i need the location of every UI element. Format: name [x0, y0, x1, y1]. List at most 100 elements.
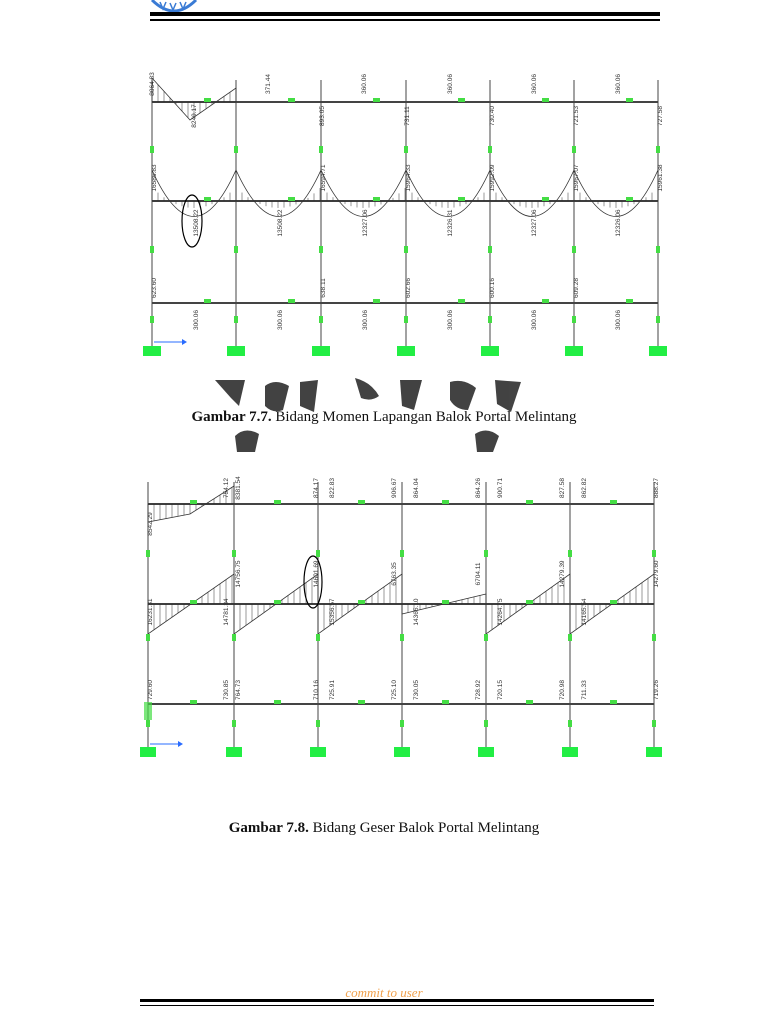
shear-value-label: 720.15	[497, 680, 504, 700]
moment-value-label: 300.06	[531, 310, 538, 330]
member-tag	[400, 720, 404, 727]
footer-text: commit to user	[345, 985, 423, 1000]
shear-value-label: 8542.29	[147, 512, 154, 536]
shear-value-label: 14279.60	[653, 560, 660, 587]
member-tag	[404, 146, 408, 153]
header-rule-thin	[150, 19, 660, 21]
support-block	[140, 747, 156, 757]
member-tag	[204, 98, 211, 102]
member-tag	[373, 98, 380, 102]
shear-value-label: 14264.75	[497, 598, 504, 625]
moment-value-label: 371.44	[265, 74, 272, 94]
moment-value-label: 360.06	[531, 74, 538, 94]
moment-shape	[151, 76, 237, 121]
support-block	[227, 346, 245, 356]
moment-value-label: 602.66	[405, 278, 412, 298]
shear-value-label: 725.91	[329, 680, 336, 700]
shear-value-label: 14165.54	[581, 598, 588, 625]
figure-7-7-caption: Gambar 7.7. Bidang Momen Lapangan Balok …	[0, 409, 768, 426]
member-tag	[274, 500, 281, 504]
member-tag	[542, 197, 549, 201]
figure-7-8-caption: Gambar 7.8. Bidang Geser Balok Portal Me…	[0, 820, 768, 837]
header-rule-thick	[150, 12, 660, 16]
shear-value-label: 730.05	[413, 680, 420, 700]
shear-shape	[233, 573, 319, 635]
member-tag	[150, 316, 154, 323]
member-tag	[274, 700, 281, 704]
member-tag	[442, 500, 449, 504]
support-block	[646, 747, 662, 757]
shear-value-label: 864.26	[475, 478, 482, 498]
member-tag	[626, 98, 633, 102]
shear-value-label: 725.10	[391, 680, 398, 700]
member-tag	[146, 720, 150, 727]
shear-value-label: 729.60	[147, 680, 154, 700]
moment-value-label: 638.11	[320, 278, 327, 298]
member-tag	[234, 246, 238, 253]
member-tag	[232, 720, 236, 727]
moment-value-label: 12326.31	[447, 209, 454, 236]
moment-value-label: 300.06	[615, 310, 622, 330]
shear-value-label: 906.67	[391, 478, 398, 498]
member-tag	[232, 634, 236, 641]
member-tag	[572, 316, 576, 323]
moment-value-label: 15992.09	[489, 164, 496, 191]
shear-value-label: 827.58	[559, 478, 566, 498]
member-tag	[610, 600, 617, 604]
moment-value-label: 15961.38	[657, 164, 664, 191]
shear-shape	[147, 573, 235, 635]
member-tag	[234, 146, 238, 153]
watermark-seal	[205, 376, 535, 452]
shear-value-label: 728.92	[475, 680, 482, 700]
highlight-ellipse	[181, 194, 203, 248]
member-tag	[190, 500, 197, 504]
moment-value-label: 300.06	[447, 310, 454, 330]
shear-value-label: 864.04	[413, 478, 420, 498]
member-tag	[526, 700, 533, 704]
figure-7-8-label: Gambar 7.8.	[228, 820, 309, 836]
moment-value-label: 893.05	[319, 106, 326, 126]
member-tag	[484, 634, 488, 641]
member-tag	[144, 702, 152, 720]
shear-value-label: 16231.31	[147, 598, 154, 625]
shear-value-label: 14365.10	[413, 598, 420, 625]
member-tag	[146, 550, 150, 557]
moment-value-label: 12327.06	[362, 209, 369, 236]
member-tag	[274, 600, 281, 604]
member-tag	[404, 246, 408, 253]
member-tag	[400, 634, 404, 641]
moment-value-label: 300.06	[277, 310, 284, 330]
member-tag	[568, 634, 572, 641]
figure-7-8-title: Bidang Geser Balok Portal Melintang	[308, 820, 540, 836]
moment-value-label: 13508.22	[193, 209, 200, 236]
member-tag	[542, 299, 549, 303]
footer-rule-thick	[140, 999, 654, 1002]
shear-value-label: 15356.57	[329, 598, 336, 625]
shear-shape	[147, 485, 235, 523]
shear-value-label: 14601.69	[313, 560, 320, 587]
shear-value-label: 14781.34	[223, 598, 230, 625]
member-tag	[358, 700, 365, 704]
moment-value-label: 730.40	[489, 106, 496, 126]
support-block	[310, 747, 326, 757]
moment-value-label: 360.06	[615, 74, 622, 94]
member-tag	[150, 146, 154, 153]
member-tag	[358, 600, 365, 604]
axis-arrowhead	[182, 339, 187, 345]
member-tag	[234, 316, 238, 323]
moment-value-label: 13508.22	[277, 209, 284, 236]
member-tag	[484, 550, 488, 557]
support-block	[481, 346, 499, 356]
moment-value-label: 16586.83	[151, 164, 158, 191]
shear-shape	[401, 593, 487, 615]
support-block	[312, 346, 330, 356]
member-tag	[288, 98, 295, 102]
member-tag	[652, 720, 656, 727]
member-tag	[204, 197, 211, 201]
moment-value-label: 16594.71	[320, 164, 327, 191]
support-block	[226, 747, 242, 757]
member-tag	[626, 299, 633, 303]
moment-value-label: 15964.33	[405, 164, 412, 191]
member-tag	[458, 299, 465, 303]
